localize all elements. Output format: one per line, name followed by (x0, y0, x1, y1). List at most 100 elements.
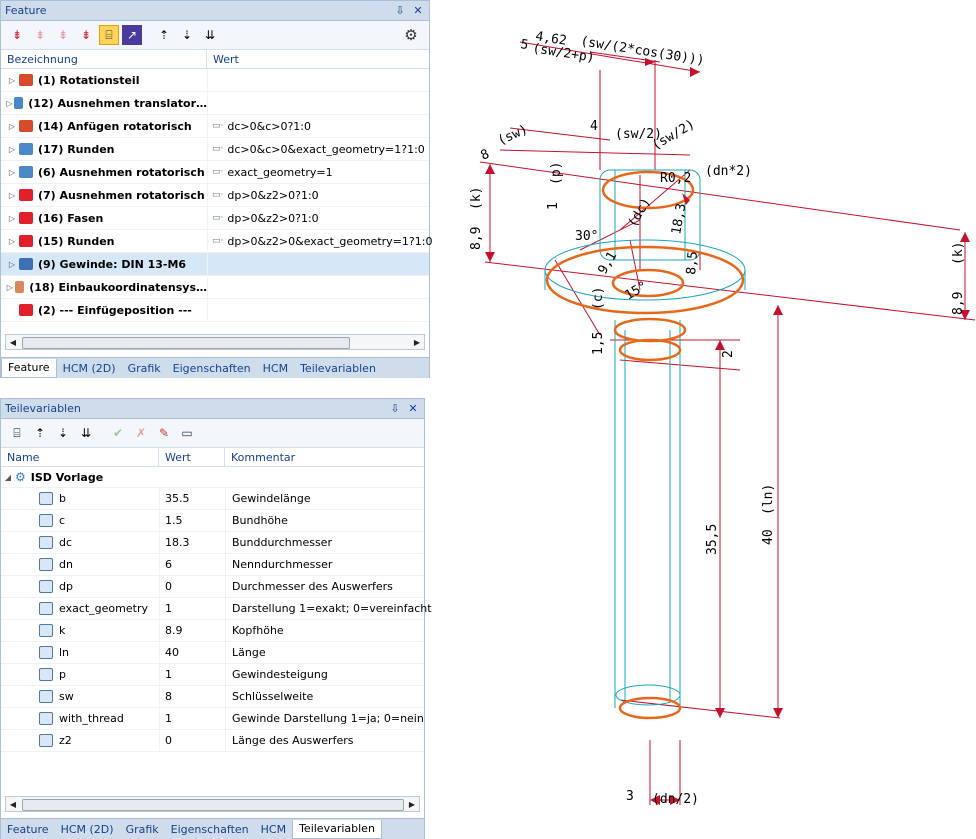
variable-comment-cell[interactable]: Gewindesteigung (225, 664, 424, 685)
dim-5[interactable]: 5 (519, 37, 529, 53)
tab-grafik[interactable]: Grafik (127, 361, 161, 375)
expand-icon[interactable]: ▷ (8, 190, 16, 200)
expand-icon[interactable]: ◢ (4, 472, 12, 482)
scroll-thumb[interactable] (22, 799, 404, 811)
dim-8-formula[interactable]: (sw) (496, 122, 531, 148)
dim-dn2-bottom[interactable]: (dn/2) (652, 792, 699, 807)
dim-8-5[interactable]: 8,5 (684, 251, 701, 276)
feature-tool-3-icon[interactable]: ⇟ (57, 28, 69, 42)
col-value[interactable]: Wert (159, 448, 225, 466)
cad-drawing[interactable]: 4,62 (sw/(2*cos(30))) 5 (sw/2+p) 8 (sw) … (430, 0, 976, 839)
variable-value-cell[interactable]: 6 (159, 554, 225, 575)
expand-icon[interactable]: ▷ (8, 75, 16, 85)
tab-hcm-2d-[interactable]: HCM (2D) (60, 822, 114, 836)
variable-value-cell[interactable]: 18.3 (159, 532, 225, 553)
tab-teilevariablen[interactable]: Teilevariablen (300, 361, 376, 375)
variable-comment-cell[interactable]: Länge (225, 642, 424, 663)
feature-value-cell[interactable]: ▭·dp>0&z2>0&exact_geometry=1?1:0 (207, 230, 432, 252)
dim-sw2[interactable]: (sw/2) (650, 117, 698, 153)
gear-icon[interactable]: ⚙ (404, 26, 418, 44)
dim-3[interactable]: 3 (626, 789, 634, 804)
dim-c[interactable]: (c) (591, 287, 606, 310)
feature-value-cell[interactable]: ▭·exact_geometry=1 (207, 161, 429, 183)
variable-value-cell[interactable]: 8.9 (159, 620, 225, 641)
dim-ln[interactable]: (ln) (761, 484, 776, 515)
vars-tool-1-icon[interactable]: ⌸ (13, 425, 21, 440)
feature-value-cell[interactable] (207, 92, 429, 114)
feature-row[interactable]: ▷(14) Anfügen rotatorisch▭·dc>0&c>0?1:0 (1, 115, 429, 138)
sort-list-icon[interactable]: ⇊ (80, 426, 92, 440)
vars-root-row[interactable]: ◢ ⚙ ISD Vorlage (1, 467, 424, 488)
feature-row[interactable]: ▷(6) Ausnehmen rotatorisch▭·exact_geomet… (1, 161, 429, 184)
feature-row[interactable]: ▷(1) Rotationsteil (1, 69, 429, 92)
dim-4-62[interactable]: 4,62 (534, 29, 567, 49)
variable-value-cell[interactable]: 40 (159, 642, 225, 663)
variable-comment-cell[interactable]: Nenndurchmesser (225, 554, 424, 575)
feature-row[interactable]: ▷(16) Fasen▭·dp>0&z2>0?1:0 (1, 207, 429, 230)
variable-value-cell[interactable]: 0 (159, 730, 225, 751)
dim-dn2[interactable]: (dn*2) (705, 164, 752, 179)
feature-tool-2-icon[interactable]: ⇟ (34, 28, 46, 42)
expand-icon[interactable]: ▷ (6, 98, 13, 108)
dim-k-right[interactable]: (k) (951, 242, 966, 265)
feature-tool-4-icon[interactable]: ⇟ (80, 28, 92, 42)
sort-list-icon[interactable]: ⇊ (204, 28, 216, 42)
close-icon[interactable]: ✕ (413, 4, 423, 17)
dim-8-9-right[interactable]: 8,9 (951, 292, 966, 315)
scroll-right-icon[interactable]: ▶ (413, 337, 421, 347)
variable-comment-cell[interactable]: Gewinde Darstellung 1=ja; 0=nein (225, 708, 424, 729)
variable-comment-cell[interactable]: Gewindelänge (225, 488, 424, 509)
variable-comment-cell[interactable]: Darstellung 1=exakt; 0=vereinfacht (225, 598, 432, 619)
feature-value-cell[interactable]: ▭·dc>0&c>0?1:0 (207, 115, 429, 137)
tab-feature[interactable]: Feature (7, 822, 49, 836)
dim-35-5[interactable]: 35,5 (705, 524, 720, 555)
feature-hscrollbar[interactable]: ◀ ▶ (5, 334, 425, 350)
variable-comment-cell[interactable]: Durchmesser des Auswerfers (225, 576, 424, 597)
col-comment[interactable]: Kommentar (231, 450, 296, 464)
feature-value-cell[interactable] (207, 253, 429, 275)
variable-comment-cell[interactable]: Kopfhöhe (225, 620, 424, 641)
expand-icon[interactable]: ▷ (6, 282, 13, 292)
dim-p[interactable]: (p) (549, 162, 564, 185)
feature-row[interactable]: ▷(18) Einbaukoordinatensys… (1, 276, 429, 299)
variable-value-cell[interactable]: 1.5 (159, 510, 225, 531)
tab-hcm[interactable]: HCM (260, 822, 287, 836)
expand-icon[interactable]: ▷ (8, 259, 16, 269)
dim-1-5[interactable]: 1,5 (591, 332, 606, 355)
variable-value-cell[interactable]: 1 (159, 708, 225, 729)
pin-icon[interactable]: ⇩ (395, 4, 405, 17)
dim-8[interactable]: 8 (479, 147, 492, 164)
delete-icon[interactable]: ✗ (135, 426, 147, 440)
variable-value-cell[interactable]: 8 (159, 686, 225, 707)
dim-9-1[interactable]: 9,1 (595, 249, 620, 277)
dim-40[interactable]: 40 (761, 529, 776, 545)
close-icon[interactable]: ✕ (408, 402, 418, 415)
pin-icon[interactable]: ⇩ (390, 402, 400, 415)
dim-r02[interactable]: R0,2 (660, 171, 691, 186)
dim-30deg[interactable]: 30° (575, 229, 598, 244)
scroll-left-icon[interactable]: ◀ (9, 337, 17, 347)
feature-value-cell[interactable]: ▭·dc>0&c>0&exact_geometry=1?1:0 (207, 138, 429, 160)
feature-tool-1-icon[interactable]: ⇟ (11, 28, 23, 42)
dim-dc[interactable]: (dc) (625, 195, 654, 230)
variable-comment-cell[interactable]: Bunddurchmesser (225, 532, 424, 553)
dim-k-left[interactable]: (k) (469, 187, 484, 210)
tab-feature[interactable]: Feature (1, 358, 57, 378)
feature-tool-arrow-icon[interactable]: ↗ (122, 25, 142, 45)
expand-icon[interactable]: ▷ (8, 236, 16, 246)
tab-eigenschaften[interactable]: Eigenschaften (170, 822, 249, 836)
feature-tool-active-icon[interactable]: ⌸ (99, 25, 119, 45)
scroll-thumb[interactable] (22, 337, 350, 349)
feature-value-cell[interactable] (207, 69, 429, 91)
variable-comment-cell[interactable]: Länge des Auswerfers (225, 730, 424, 751)
